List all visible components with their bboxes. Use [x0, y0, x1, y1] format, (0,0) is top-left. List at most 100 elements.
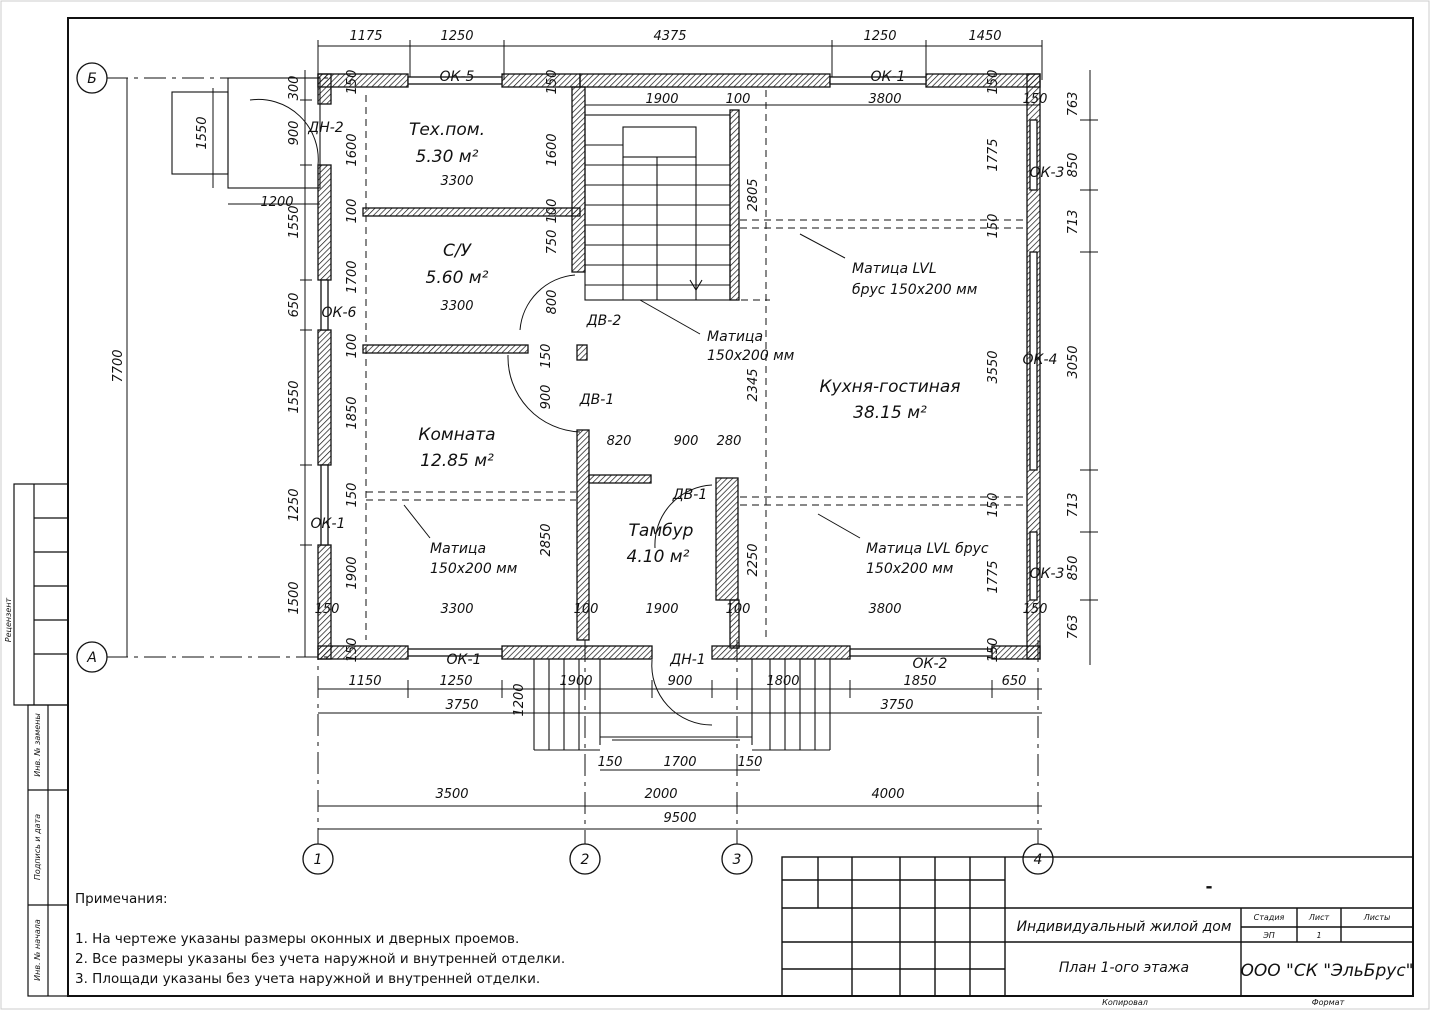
room-kitchen-name: Кухня-гостиная: [819, 377, 960, 397]
dim-ro-2: 850: [1066, 153, 1081, 178]
dim-b2-3: 3750: [880, 698, 913, 713]
dim-left-total: 7700: [111, 349, 126, 382]
title-format: Формат: [1312, 998, 1345, 1007]
dim-tambur-3: 280: [717, 434, 742, 449]
dim-rc-3: 150: [986, 214, 1001, 239]
dim-b1-4: 900: [668, 674, 693, 689]
note-2: 2. Все размеры указаны без учета наружно…: [75, 951, 565, 967]
dim-b2-2: 1200: [512, 683, 527, 716]
title-dash: -: [1205, 877, 1212, 897]
title-stage-header: Стадия: [1254, 913, 1285, 922]
room-tech-area: 5.30 м²: [416, 147, 479, 167]
side-stamp-sign: Подпись и дата: [33, 814, 42, 880]
dim-rc-4: 3550: [986, 350, 1001, 383]
axis-marker-1: 1: [314, 852, 323, 868]
dim-rc-6: 1775: [986, 560, 1001, 593]
dim-top-5: 1450: [968, 29, 1001, 44]
dim-b3-1: 3500: [435, 787, 468, 802]
title-sheets-header: Листы: [1363, 913, 1391, 922]
dim-b3-3: 4000: [871, 787, 904, 802]
dim-left-2: 900: [287, 121, 302, 146]
dim-li-6: 1850: [345, 396, 360, 429]
dim-li-2: 1600: [345, 133, 360, 166]
porches: [171, 77, 831, 751]
dim-rc-5: 150: [986, 493, 1001, 518]
room-tambur-name: Тамбур: [629, 521, 694, 541]
dim-left-7: 1500: [287, 581, 302, 614]
dim-ro-6: 850: [1066, 556, 1081, 581]
label-dv1-b: ДВ-1: [672, 487, 708, 503]
beams: [365, 90, 1025, 640]
axis-marker-2: 2: [581, 852, 590, 868]
dim-rc-9: 150: [986, 638, 1001, 663]
label-dn2: ДН-2: [307, 120, 344, 136]
note-1: 1. На чертеже указаны размеры оконных и …: [75, 931, 519, 947]
dim-rw-5: 1900: [645, 602, 678, 617]
dim-inner-top-3: 3800: [868, 92, 901, 107]
dim-b3-2: 2000: [644, 787, 677, 802]
side-stamp-start: Инв. № начала: [33, 919, 42, 981]
dim-li-1: 150: [345, 70, 360, 95]
label-ok5: ОК-5: [440, 69, 475, 85]
axis-marker-a: А: [86, 650, 97, 666]
dim-tambur-1: 820: [607, 434, 632, 449]
label-ok1-bot: ОК-1: [447, 652, 482, 668]
title-project: Индивидуальный жилой дом: [1017, 919, 1232, 935]
label-dn1: ДН-1: [669, 652, 705, 668]
dim-left-3: 1550: [287, 205, 302, 238]
title-sheet-number: 1: [1316, 931, 1321, 940]
room-tambur-area: 4.10 м²: [627, 547, 690, 567]
dim-li-5: 100: [345, 334, 360, 359]
label-ok2: ОК-2: [913, 656, 948, 672]
dim-porch-1: 1550: [195, 116, 210, 149]
title-sheet: План 1-ого этажа: [1059, 960, 1189, 976]
beam2-line1: Матица: [707, 329, 763, 345]
dim-ro-4: 3050: [1066, 345, 1081, 378]
room-bedroom-area: 12.85 м²: [420, 451, 494, 471]
dim-rc-7: 150: [1023, 92, 1048, 107]
dim-rc-1: 150: [986, 70, 1001, 95]
staircase: [584, 114, 731, 301]
room-bedroom-name: Комната: [418, 425, 495, 445]
dim-top-2: 1250: [440, 29, 473, 44]
title-copied: Копировал: [1102, 998, 1148, 1007]
dim-b1-5: 1800: [766, 674, 799, 689]
dim-b1-6: 1850: [903, 674, 936, 689]
label-ok3-top: ОК-3: [1030, 165, 1065, 181]
dim-li-9: 150: [315, 602, 340, 617]
dim-cc-2: 1600: [545, 133, 560, 166]
room-bath-area: 5.60 м²: [426, 268, 489, 288]
label-ok6: ОК-6: [322, 305, 357, 321]
dim-left-4: 650: [287, 293, 302, 318]
dim-b1-7: 650: [1002, 674, 1027, 689]
side-stamp-replace: Инв. № замены: [33, 713, 42, 777]
axis-marker-b: Б: [87, 71, 97, 87]
dim-tambur-2: 900: [674, 434, 699, 449]
dim-bp-3: 150: [738, 755, 763, 770]
dim-ro-5: 713: [1066, 493, 1081, 518]
dim-rw-3: 3300: [440, 602, 473, 617]
title-sheet-header: Лист: [1308, 913, 1330, 922]
room-tech-name: Тех.пом.: [409, 120, 485, 140]
dim-cc-7: 900: [539, 385, 554, 410]
dim-rw-2: 3300: [440, 299, 473, 314]
dim-stair-3: 2250: [746, 543, 761, 576]
dim-inner-top-2: 100: [726, 92, 751, 107]
dim-cc-8: 2850: [539, 523, 554, 556]
dim-b2-1: 3750: [445, 698, 478, 713]
side-stamp: [13, 483, 69, 997]
dim-left-1: 300: [287, 76, 302, 101]
dim-b1-2: 1250: [439, 674, 472, 689]
beam3-line2: 150х200 мм: [430, 561, 518, 577]
dimension-lines: [126, 40, 1098, 830]
beam4-line1: Матица LVL брус: [866, 541, 989, 557]
room-kitchen-area: 38.15 м²: [853, 403, 927, 423]
dim-b1-3: 1900: [559, 674, 592, 689]
dim-ro-7: 763: [1066, 615, 1081, 640]
beam3-line1: Матица: [430, 541, 486, 557]
title-stage: ЭП: [1262, 931, 1275, 940]
door-swings: [249, 98, 713, 726]
leader-lines: [403, 233, 861, 539]
label-dv1-a: ДВ-1: [579, 392, 615, 408]
